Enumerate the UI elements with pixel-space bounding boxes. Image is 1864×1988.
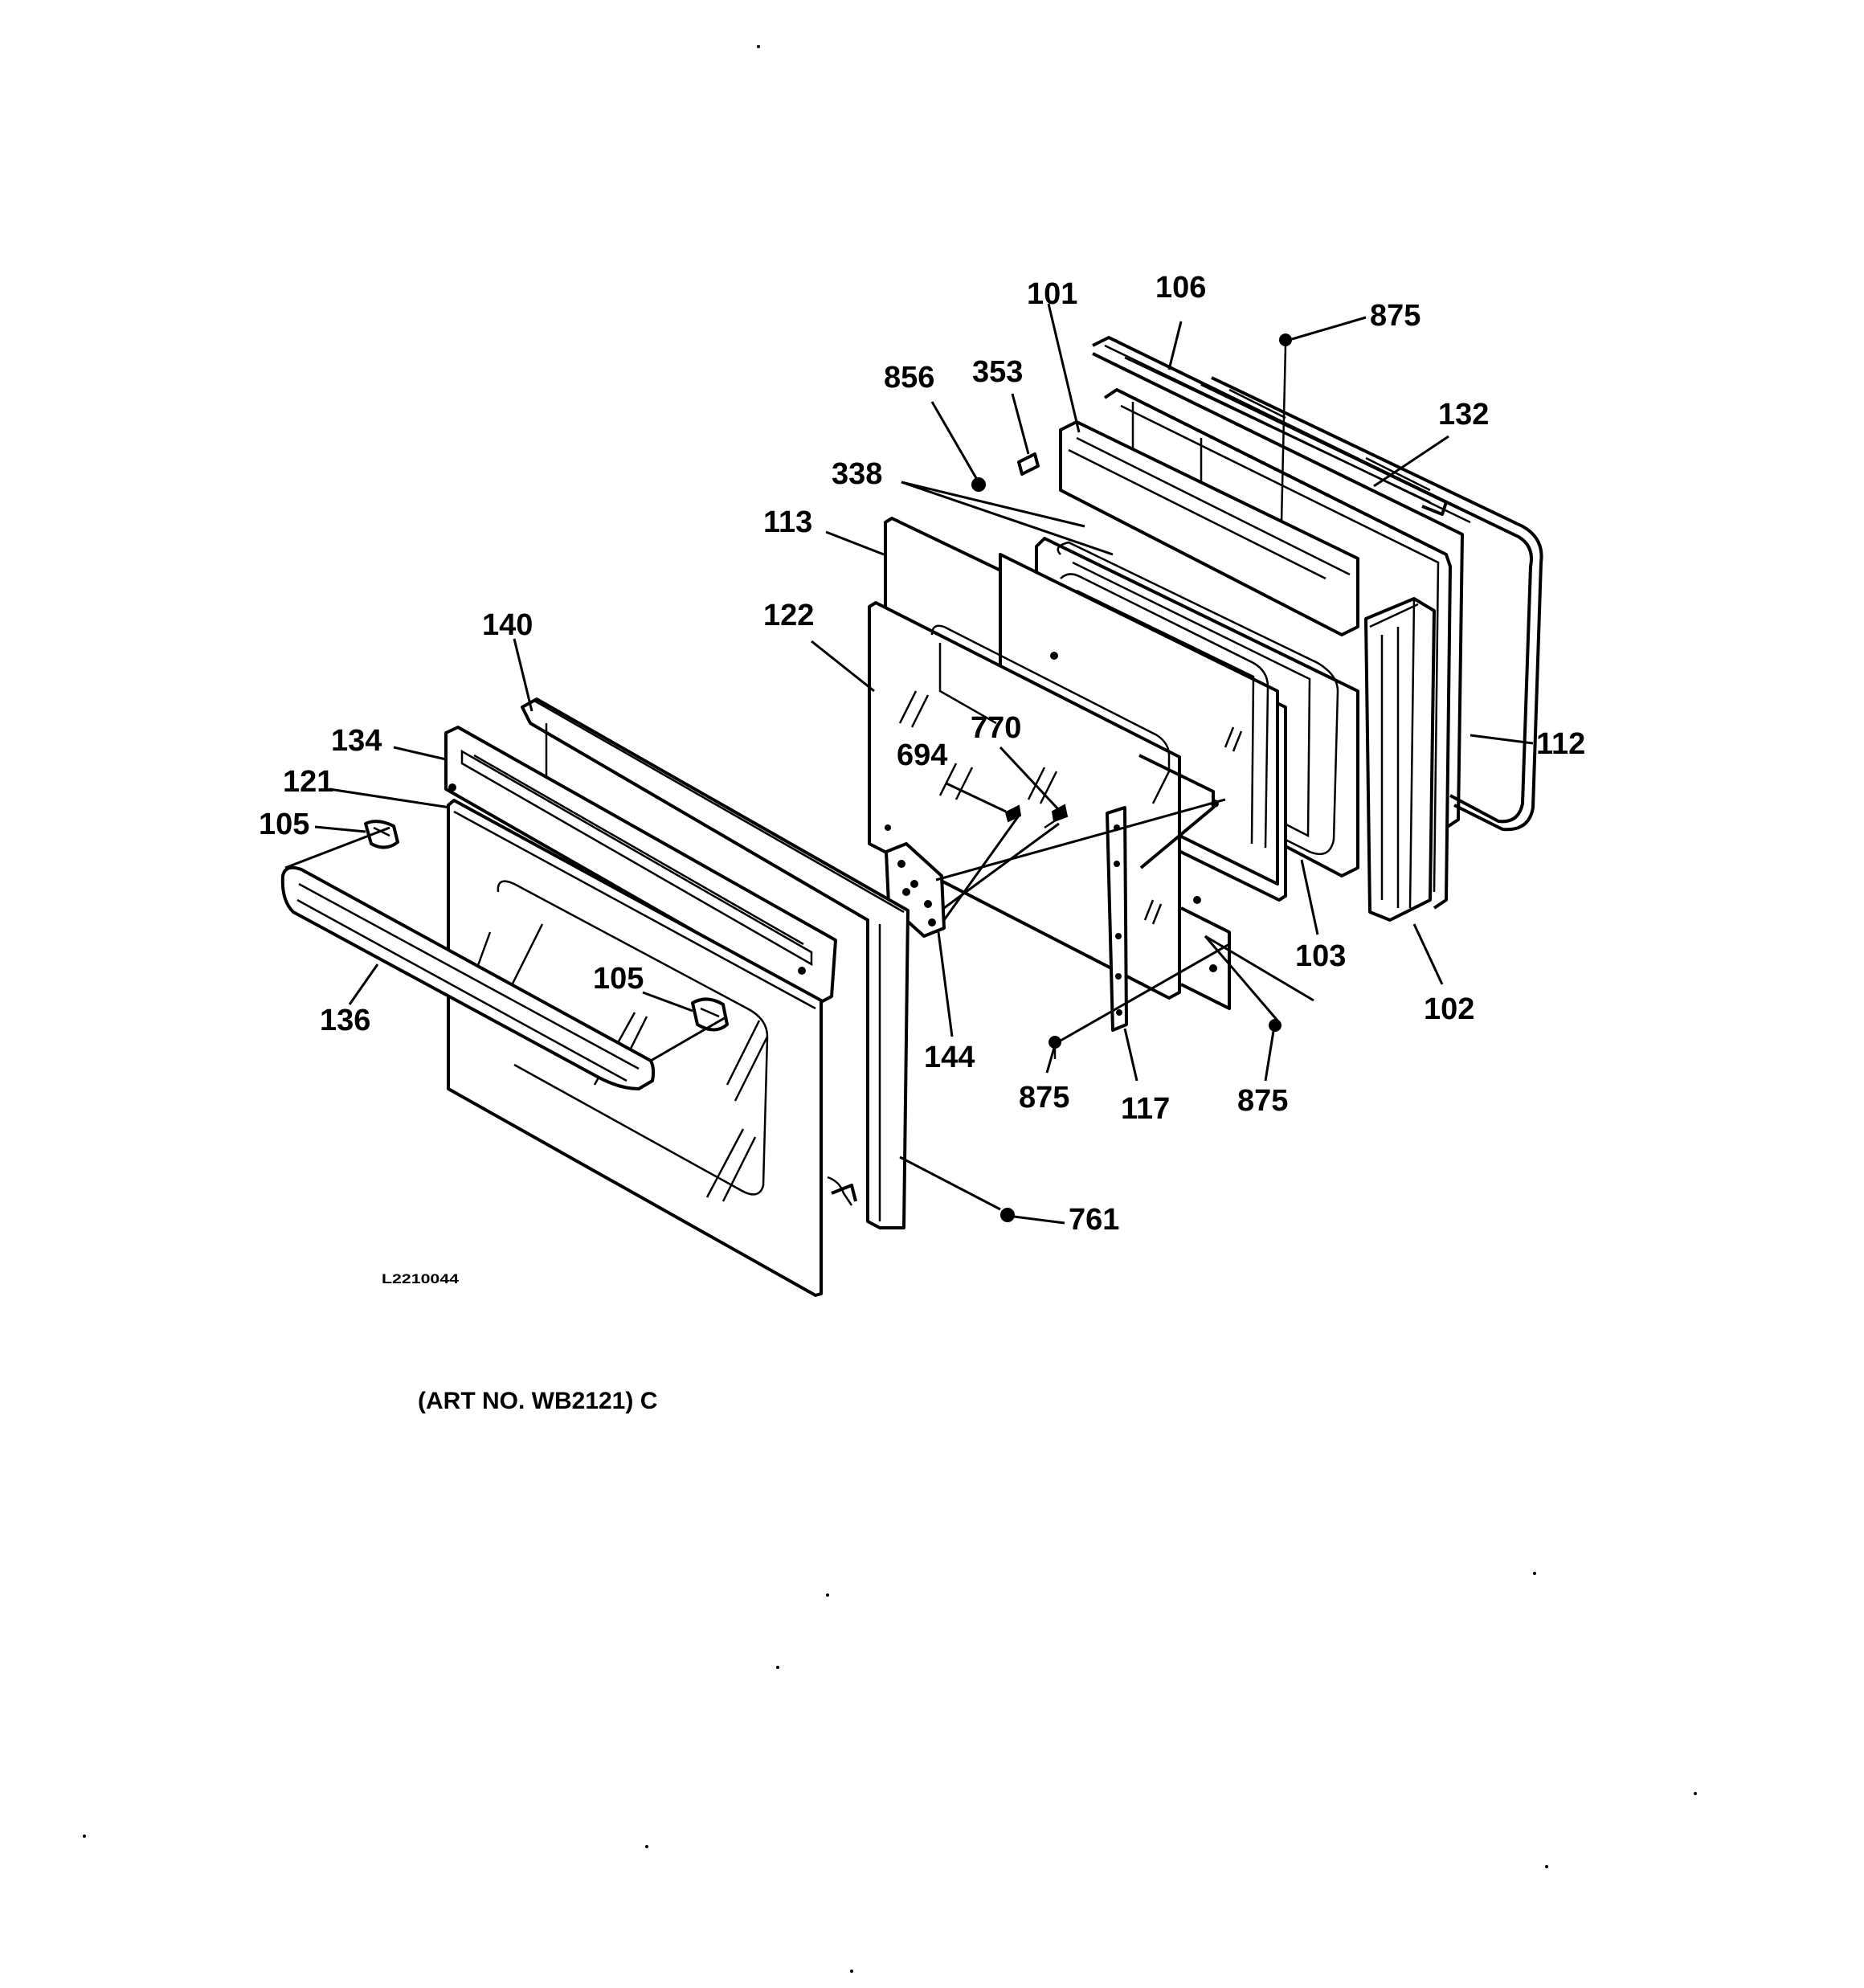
part-140-door-frame <box>521 697 910 1229</box>
callout-761: 761 <box>1069 1203 1119 1237</box>
callout-132: 132 <box>1438 398 1489 432</box>
callout-136: 136 <box>320 1004 370 1037</box>
screw-875-left <box>1048 1036 1061 1059</box>
screw-875-right <box>1269 1019 1282 1032</box>
callout-140: 140 <box>482 608 533 642</box>
callout-103: 103 <box>1295 939 1346 973</box>
part-136-handle <box>280 865 656 1090</box>
part-back-sheet <box>1138 754 1231 1010</box>
callout-875-left: 875 <box>1019 1081 1069 1115</box>
callout-134: 134 <box>331 724 382 758</box>
callout-105-mid: 105 <box>593 962 644 996</box>
screw-761 <box>1000 1208 1015 1222</box>
part-117-strap <box>1106 806 1128 1032</box>
part-106-channel <box>1092 336 1448 516</box>
callout-338: 338 <box>832 457 882 491</box>
screw-875-top <box>1279 333 1292 523</box>
screw-856 <box>971 477 986 492</box>
callout-117: 117 <box>1121 1092 1170 1126</box>
callout-353: 353 <box>972 355 1023 389</box>
clip-353 <box>1017 452 1040 476</box>
callout-105-left: 105 <box>259 808 309 841</box>
callout-122: 122 <box>763 599 814 632</box>
callout-856: 856 <box>884 361 934 395</box>
callout-770: 770 <box>971 711 1021 745</box>
part-112-gasket <box>1200 376 1543 832</box>
part-121-front-glass <box>447 783 823 1297</box>
callout-labels: 101 106 875 856 353 132 338 113 122 140 … <box>259 271 1585 1237</box>
callout-875-right: 875 <box>1237 1084 1288 1118</box>
callout-101: 101 <box>1027 277 1077 311</box>
art-number-caption: (ART NO. WB2121) C <box>418 1388 657 1414</box>
callout-112: 112 <box>1536 727 1585 761</box>
callout-144: 144 <box>924 1041 975 1074</box>
callout-694: 694 <box>897 738 947 772</box>
screw-694 <box>1004 804 1022 823</box>
callout-113: 113 <box>763 505 812 539</box>
part-122-glass <box>868 601 1181 1000</box>
screw-770 <box>1044 804 1069 829</box>
callout-875-top: 875 <box>1370 299 1420 333</box>
callout-121: 121 <box>283 765 333 799</box>
part-134-trim <box>444 726 837 1004</box>
drawing-reference: L2210044 <box>382 1271 460 1286</box>
callout-106: 106 <box>1155 271 1206 305</box>
leader-lines <box>284 303 1534 1225</box>
part-102-bracket <box>1364 597 1436 922</box>
callout-102: 102 <box>1424 992 1474 1026</box>
scan-specks <box>83 45 1697 1973</box>
